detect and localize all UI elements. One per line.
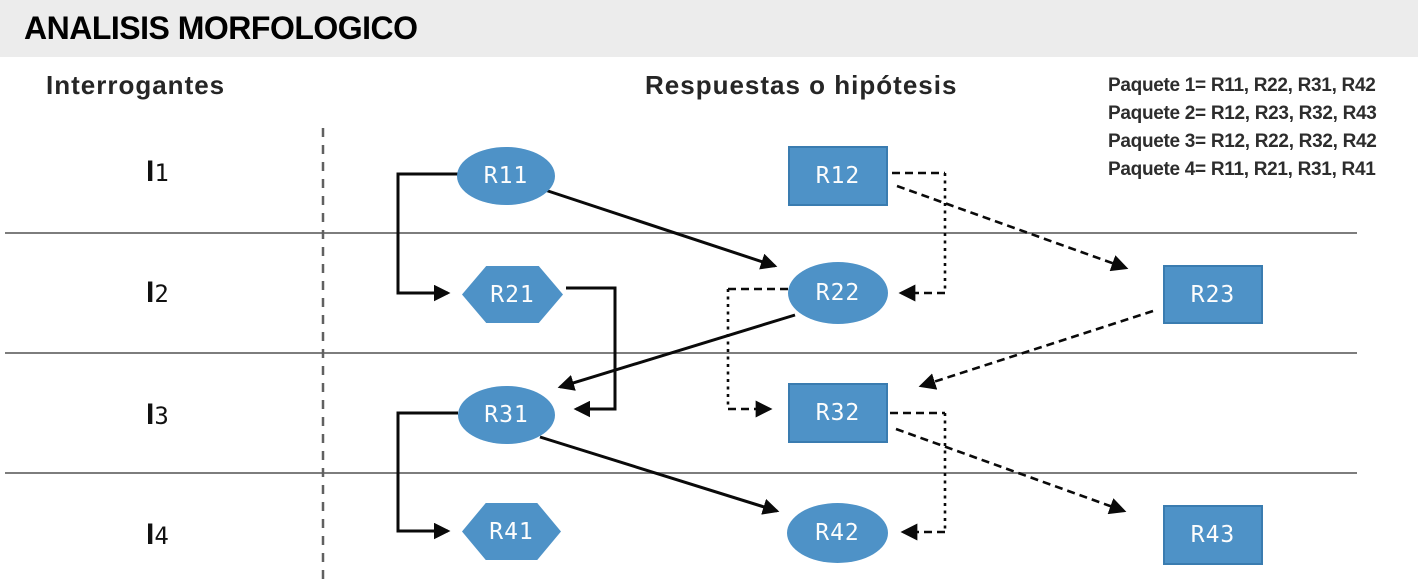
edge-R23-R32 — [918, 309, 1154, 390]
node-R11: R11 — [457, 147, 555, 205]
node-label: R21 — [490, 281, 535, 308]
node-R12: R12 — [788, 146, 888, 206]
row-label-i1: I1 — [146, 155, 169, 189]
column-title-interrogantes: Interrogantes — [46, 70, 226, 100]
edge-R11-R22 — [544, 188, 778, 270]
row-label-index: 4 — [154, 522, 169, 550]
edge-R11-R21 — [396, 172, 460, 302]
row-label-symbol: I — [146, 155, 155, 188]
column-title-respuestas: Respuestas o hipótesis — [645, 70, 958, 100]
dashed-edges — [726, 171, 1154, 541]
package-legend: Paquete 1= R11, R22, R31, R42 Paquete 2=… — [1108, 72, 1418, 184]
node-R31: R31 — [458, 386, 555, 444]
node-label: R42 — [815, 520, 860, 546]
row-label-i2: I2 — [146, 276, 169, 310]
row-label-index: 1 — [154, 159, 169, 187]
node-label: R11 — [483, 163, 529, 189]
node-R41: R41 — [462, 503, 561, 560]
row-label-symbol: I — [146, 398, 155, 431]
package-line: Paquete 3= R12, R22, R32, R42 — [1108, 131, 1377, 152]
edge-R12-R23 — [896, 184, 1129, 272]
row-label-index: 2 — [154, 280, 169, 308]
node-R43: R43 — [1163, 505, 1263, 565]
row-label-index: 3 — [154, 402, 169, 430]
edge-R32-R43 — [895, 427, 1127, 515]
package-line: Paquete 4= R11, R21, R31, R41 — [1108, 159, 1376, 180]
row-label-i3: I3 — [146, 398, 169, 432]
node-label: R12 — [815, 163, 861, 189]
node-label: R43 — [1190, 522, 1236, 548]
node-label: R31 — [484, 402, 529, 428]
node-R21: R21 — [462, 266, 563, 323]
package-line: Paquete 1= R11, R22, R31, R42 — [1108, 75, 1376, 96]
row-label-i4: I4 — [146, 518, 169, 552]
node-R32: R32 — [788, 383, 888, 443]
node-R22: R22 — [788, 262, 888, 324]
edge-R22-R31 — [557, 313, 796, 391]
node-R23: R23 — [1163, 265, 1263, 324]
edge-R32-R42 — [890, 411, 947, 541]
node-label: R22 — [815, 280, 861, 306]
node-label: R23 — [1190, 281, 1236, 308]
node-label: R41 — [489, 518, 534, 545]
node-label: R32 — [815, 400, 861, 426]
edge-R12-R22 — [892, 171, 947, 302]
edge-R31-R42 — [539, 435, 780, 515]
header-bar: ANALISIS MORFOLOGICO — [0, 0, 1418, 57]
row-label-symbol: I — [146, 518, 155, 551]
edge-R31-R41 — [396, 411, 458, 540]
page-title: ANALISIS MORFOLOGICO — [24, 10, 418, 46]
edge-R22-R32 — [726, 287, 788, 418]
row-label-symbol: I — [146, 276, 155, 309]
row-separators — [5, 232, 1357, 474]
package-line: Paquete 2= R12, R23, R32, R43 — [1108, 103, 1377, 124]
solid-edges — [396, 172, 796, 540]
edge-R21-R31 — [566, 286, 617, 418]
node-R42: R42 — [787, 503, 888, 563]
